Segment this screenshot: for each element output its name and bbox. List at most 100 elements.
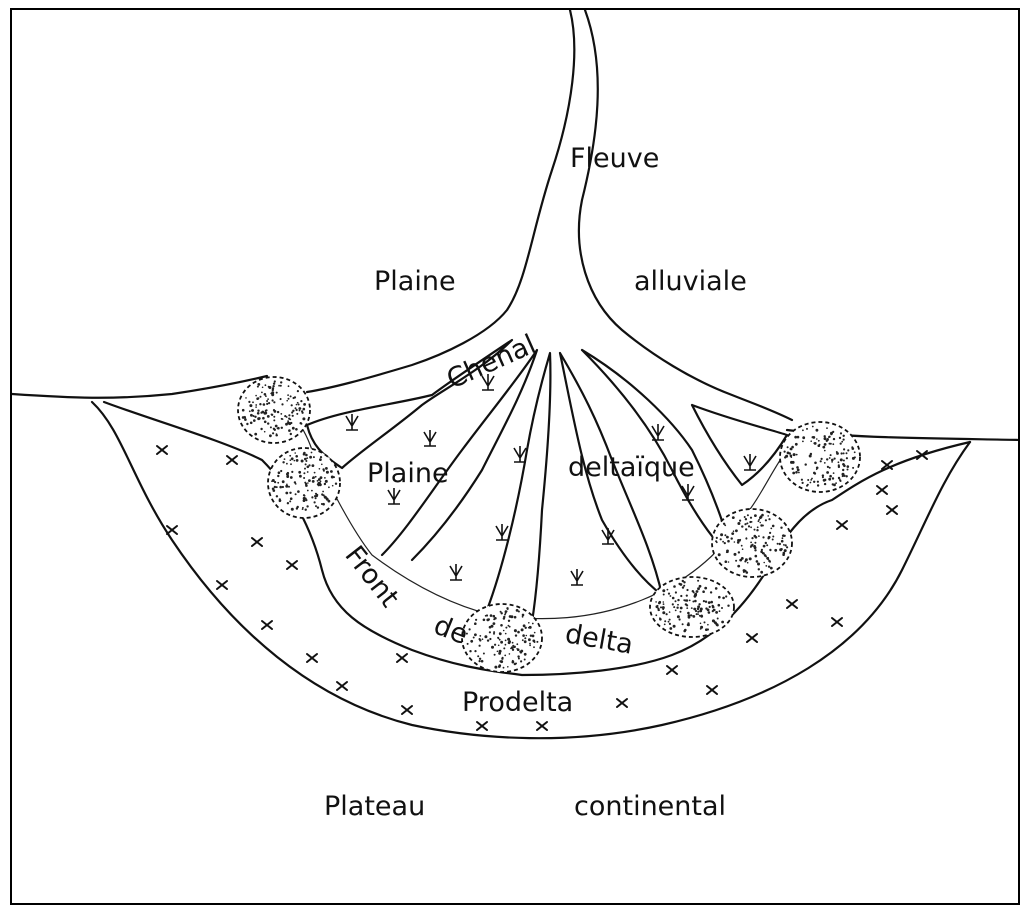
- stipple-dot: [257, 386, 259, 388]
- stipple-dot: [296, 409, 298, 411]
- stipple-dot: [698, 603, 700, 605]
- stipple-dot: [498, 637, 500, 639]
- stipple-dot: [745, 528, 747, 530]
- stipple-dot: [839, 437, 841, 439]
- stipple-dot: [708, 611, 711, 614]
- stipple-dot: [746, 571, 749, 574]
- stipple-dot: [707, 609, 710, 612]
- cross-mark: [837, 521, 847, 529]
- stipple-dot: [750, 517, 752, 519]
- stipple-dot: [275, 425, 278, 428]
- stipple-dot: [843, 465, 846, 468]
- stipple-dot: [255, 395, 257, 397]
- stipple-dot: [514, 663, 516, 665]
- stipple-dot: [303, 499, 306, 502]
- stipple-dot: [259, 403, 261, 405]
- cross-mark: [397, 654, 407, 662]
- stipple-dot: [846, 452, 848, 454]
- stipple-dot: [295, 428, 298, 431]
- stipple-dot: [768, 566, 770, 568]
- stipple-dot: [285, 485, 288, 488]
- stipple-dot: [813, 472, 816, 475]
- stipple-dot: [508, 620, 510, 622]
- stipple-dot: [726, 550, 729, 553]
- stipple-dot: [307, 466, 310, 469]
- stipple-dot: [296, 413, 298, 415]
- stipple-dot: [322, 494, 324, 496]
- stipple-dot: [533, 646, 535, 648]
- stipple-dot: [767, 515, 769, 517]
- stipple-dot: [509, 653, 511, 655]
- stipple-dot: [333, 476, 335, 478]
- stipple-dot: [836, 452, 839, 455]
- stipple-dot: [291, 508, 294, 511]
- stipple-dot: [768, 536, 771, 539]
- stipple-dot: [753, 545, 756, 548]
- stipple-dot: [680, 607, 683, 610]
- stipple-dot: [276, 434, 278, 436]
- stipple-dot: [294, 460, 296, 462]
- stipple-dot: [522, 614, 525, 617]
- stipple-dot: [680, 611, 682, 613]
- stipple-dot: [279, 486, 282, 489]
- stipple-dot: [710, 591, 712, 593]
- stipple-dot: [506, 610, 508, 612]
- stipple-dot: [257, 410, 259, 412]
- stipple-dot: [824, 450, 826, 452]
- channel-center-1: [487, 353, 550, 622]
- stipple-dot: [483, 619, 486, 622]
- stipple-dot: [699, 585, 702, 588]
- stipple-dot: [328, 500, 331, 503]
- label-chenal: Chenal: [442, 329, 540, 395]
- stipple-dot: [779, 543, 781, 545]
- stipple-dot: [497, 651, 499, 653]
- stipple-dot: [772, 539, 774, 541]
- cross-mark: [337, 682, 347, 690]
- stipple-dot: [760, 515, 763, 518]
- stipple-dot: [503, 616, 505, 618]
- stipple-dot: [317, 506, 319, 508]
- stipple-dot: [802, 441, 804, 443]
- plant-symbol: [496, 524, 508, 540]
- stipple-dot: [763, 562, 765, 564]
- stipple-dot: [475, 619, 477, 621]
- stipple-dot: [498, 645, 500, 647]
- stipple-dot: [288, 429, 291, 432]
- stipple-dot: [257, 412, 260, 415]
- cross-mark: [832, 618, 842, 626]
- stipple-dot: [694, 593, 697, 596]
- stipple-dot: [317, 480, 319, 482]
- stipple-dot: [280, 385, 282, 387]
- stipple-dot: [846, 457, 848, 459]
- stipple-dot: [832, 431, 834, 433]
- stipple-dot: [287, 475, 289, 477]
- stipple-dot: [288, 414, 290, 416]
- stipple-dot: [518, 658, 520, 660]
- stipple-dot: [686, 607, 688, 609]
- stipple-dot: [536, 641, 538, 643]
- stipple-dot: [298, 471, 301, 474]
- stipple-dot: [724, 524, 726, 526]
- stipple-dot: [532, 623, 534, 625]
- stipple-dot: [712, 605, 714, 607]
- stipple-dot: [260, 428, 262, 430]
- stipple-dot: [314, 472, 316, 474]
- stipple-dot: [824, 462, 826, 464]
- stipple-dot: [667, 589, 669, 591]
- stipple-dot: [660, 606, 662, 608]
- stipple-dot: [288, 398, 290, 400]
- stipple-dot: [741, 557, 744, 560]
- stipple-dot: [734, 541, 736, 543]
- stipple-dot: [494, 666, 497, 669]
- stipple-dot: [821, 458, 823, 460]
- stipple-dot: [816, 438, 818, 440]
- stipple-dot: [840, 432, 842, 434]
- stipple-dot: [273, 419, 275, 421]
- stipple-dot: [677, 615, 680, 618]
- stipple-dot: [307, 490, 309, 492]
- stipple-dot: [722, 597, 725, 600]
- stipple-dot: [524, 637, 526, 639]
- stipple-dot: [298, 404, 300, 406]
- stipple-dot: [285, 423, 288, 426]
- stipple-dot: [762, 536, 764, 538]
